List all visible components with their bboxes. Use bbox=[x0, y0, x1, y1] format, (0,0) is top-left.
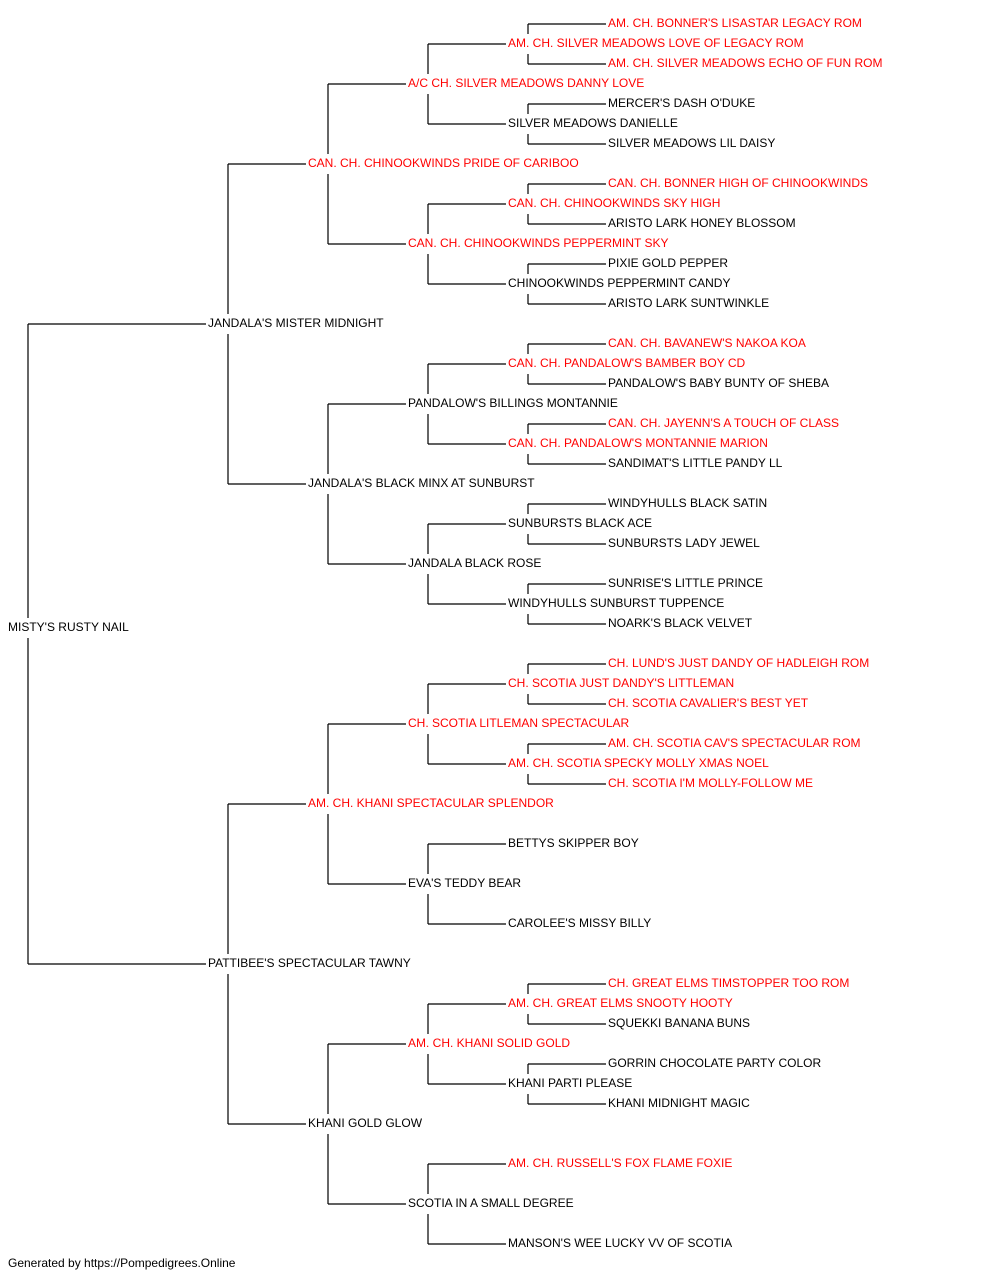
dog-name-gen4-am-ch-great-elms-snooty-hooty: AM. CH. GREAT ELMS SNOOTY HOOTY bbox=[508, 996, 733, 1010]
dog-name-gen5-ch-lund-s-just-dandy-of-hadleigh-rom: CH. LUND'S JUST DANDY OF HADLEIGH ROM bbox=[608, 656, 869, 670]
dog-name-gen4-bettys-skipper-boy: BETTYS SKIPPER BOY bbox=[508, 836, 639, 850]
dog-name-gen1-pattibee-s-spectacular-tawny: PATTIBEE'S SPECTACULAR TAWNY bbox=[208, 956, 411, 970]
dog-name-gen4-can-ch-chinookwinds-sky-high: CAN. CH. CHINOOKWINDS SKY HIGH bbox=[508, 196, 720, 210]
dog-name-gen3-a-c-ch-silver-meadows-danny-love: A/C CH. SILVER MEADOWS DANNY LOVE bbox=[408, 76, 644, 90]
dog-name-gen5-silver-meadows-lil-daisy: SILVER MEADOWS LIL DAISY bbox=[608, 136, 775, 150]
dog-name-gen5-am-ch-silver-meadows-echo-of-fun-rom: AM. CH. SILVER MEADOWS ECHO OF FUN ROM bbox=[608, 56, 882, 70]
dog-name-gen5-noark-s-black-velvet: NOARK'S BLACK VELVET bbox=[608, 616, 753, 630]
dog-name-gen3-ch-scotia-litleman-spectacular: CH. SCOTIA LITLEMAN SPECTACULAR bbox=[408, 716, 629, 730]
dog-name-gen5-pandalow-s-baby-bunty-of-sheba: PANDALOW'S BABY BUNTY OF SHEBA bbox=[608, 376, 829, 390]
dog-name-gen3-eva-s-teddy-bear: EVA'S TEDDY BEAR bbox=[408, 876, 521, 890]
dog-name-gen4-sunbursts-black-ace: SUNBURSTS BLACK ACE bbox=[508, 516, 652, 530]
dog-name-gen3-am-ch-khani-solid-gold: AM. CH. KHANI SOLID GOLD bbox=[408, 1036, 570, 1050]
dog-name-gen5-mercer-s-dash-o-duke: MERCER'S DASH O'DUKE bbox=[608, 96, 755, 110]
dog-name-gen5-sunrise-s-little-prince: SUNRISE'S LITTLE PRINCE bbox=[608, 576, 763, 590]
dog-name-gen5-ch-scotia-cavalier-s-best-yet: CH. SCOTIA CAVALIER'S BEST YET bbox=[608, 696, 809, 710]
dog-name-gen4-chinookwinds-peppermint-candy: CHINOOKWINDS PEPPERMINT CANDY bbox=[508, 276, 730, 290]
dog-name-gen5-gorrin-chocolate-party-color: GORRIN CHOCOLATE PARTY COLOR bbox=[608, 1056, 821, 1070]
dog-name-gen5-sunbursts-lady-jewel: SUNBURSTS LADY JEWEL bbox=[608, 536, 760, 550]
dog-name-gen5-pixie-gold-pepper: PIXIE GOLD PEPPER bbox=[608, 256, 728, 270]
dog-name-gen5-ch-scotia-i-m-molly-follow-me: CH. SCOTIA I'M MOLLY-FOLLOW ME bbox=[608, 776, 813, 790]
dog-name-gen4-am-ch-silver-meadows-love-of-legacy-rom: AM. CH. SILVER MEADOWS LOVE OF LEGACY RO… bbox=[508, 36, 804, 50]
dog-name-gen5-can-ch-bavanew-s-nakoa-koa: CAN. CH. BAVANEW'S NAKOA KOA bbox=[608, 336, 806, 350]
dog-name-gen5-windyhulls-black-satin: WINDYHULLS BLACK SATIN bbox=[608, 496, 767, 510]
dog-name-gen4-windyhulls-sunburst-tuppence: WINDYHULLS SUNBURST TUPPENCE bbox=[508, 596, 724, 610]
dog-name-gen2-jandala-s-black-minx-at-sunburst: JANDALA'S BLACK MINX AT SUNBURST bbox=[308, 476, 535, 490]
dog-name-gen4-silver-meadows-danielle: SILVER MEADOWS DANIELLE bbox=[508, 116, 678, 130]
dog-name-gen5-aristo-lark-honey-blossom: ARISTO LARK HONEY BLOSSOM bbox=[608, 216, 796, 230]
dog-name-gen5-sandimat-s-little-pandy-ll: SANDIMAT'S LITTLE PANDY LL bbox=[608, 456, 783, 470]
dog-name-gen4-am-ch-scotia-specky-molly-xmas-noel: AM. CH. SCOTIA SPECKY MOLLY XMAS NOEL bbox=[508, 756, 769, 770]
dog-name-gen4-carolee-s-missy-billy: CAROLEE'S MISSY BILLY bbox=[508, 916, 651, 930]
dog-name-gen2-can-ch-chinookwinds-pride-of-cariboo: CAN. CH. CHINOOKWINDS PRIDE OF CARIBOO bbox=[308, 156, 579, 170]
dog-name-gen2-khani-gold-glow: KHANI GOLD GLOW bbox=[308, 1116, 423, 1130]
dog-name-gen2-am-ch-khani-spectacular-splendor: AM. CH. KHANI SPECTACULAR SPLENDOR bbox=[308, 796, 554, 810]
dog-name-gen5-squekki-banana-buns: SQUEKKI BANANA BUNS bbox=[608, 1016, 750, 1030]
dog-name-gen4-khani-parti-please: KHANI PARTI PLEASE bbox=[508, 1076, 632, 1090]
footer-credit: Generated by https://Pompedigrees.Online bbox=[8, 1256, 236, 1270]
dog-name-gen5-ch-great-elms-timstopper-too-rom: CH. GREAT ELMS TIMSTOPPER TOO ROM bbox=[608, 976, 849, 990]
dog-name-gen5-can-ch-jayenn-s-a-touch-of-class: CAN. CH. JAYENN'S A TOUCH OF CLASS bbox=[608, 416, 839, 430]
dog-name-gen5-am-ch-bonner-s-lisastar-legacy-rom: AM. CH. BONNER'S LISASTAR LEGACY ROM bbox=[608, 16, 862, 30]
dog-name-gen0-misty-s-rusty-nail: MISTY'S RUSTY NAIL bbox=[8, 620, 129, 634]
dog-name-gen3-scotia-in-a-small-degree: SCOTIA IN A SMALL DEGREE bbox=[408, 1196, 574, 1210]
dog-name-gen5-aristo-lark-suntwinkle: ARISTO LARK SUNTWINKLE bbox=[608, 296, 769, 310]
dog-name-gen5-khani-midnight-magic: KHANI MIDNIGHT MAGIC bbox=[608, 1096, 750, 1110]
dog-name-gen4-can-ch-pandalow-s-bamber-boy-cd: CAN. CH. PANDALOW'S BAMBER BOY CD bbox=[508, 356, 746, 370]
dog-name-gen3-can-ch-chinookwinds-peppermint-sky: CAN. CH. CHINOOKWINDS PEPPERMINT SKY bbox=[408, 236, 668, 250]
dog-name-gen4-am-ch-russell-s-fox-flame-foxie: AM. CH. RUSSELL'S FOX FLAME FOXIE bbox=[508, 1156, 732, 1170]
dog-name-gen3-jandala-black-rose: JANDALA BLACK ROSE bbox=[408, 556, 541, 570]
dog-name-gen4-can-ch-pandalow-s-montannie-marion: CAN. CH. PANDALOW'S MONTANNIE MARION bbox=[508, 436, 768, 450]
dog-name-gen5-can-ch-bonner-high-of-chinookwinds: CAN. CH. BONNER HIGH OF CHINOOKWINDS bbox=[608, 176, 868, 190]
dog-name-gen4-ch-scotia-just-dandy-s-littleman: CH. SCOTIA JUST DANDY'S LITTLEMAN bbox=[508, 676, 734, 690]
dog-name-gen5-am-ch-scotia-cav-s-spectacular-rom: AM. CH. SCOTIA CAV'S SPECTACULAR ROM bbox=[608, 736, 861, 750]
dog-name-gen1-jandala-s-mister-midnight: JANDALA'S MISTER MIDNIGHT bbox=[208, 316, 384, 330]
dog-name-gen3-pandalow-s-billings-montannie: PANDALOW'S BILLINGS MONTANNIE bbox=[408, 396, 618, 410]
dog-name-gen4-manson-s-wee-lucky-vv-of-scotia: MANSON'S WEE LUCKY VV OF SCOTIA bbox=[508, 1236, 732, 1250]
